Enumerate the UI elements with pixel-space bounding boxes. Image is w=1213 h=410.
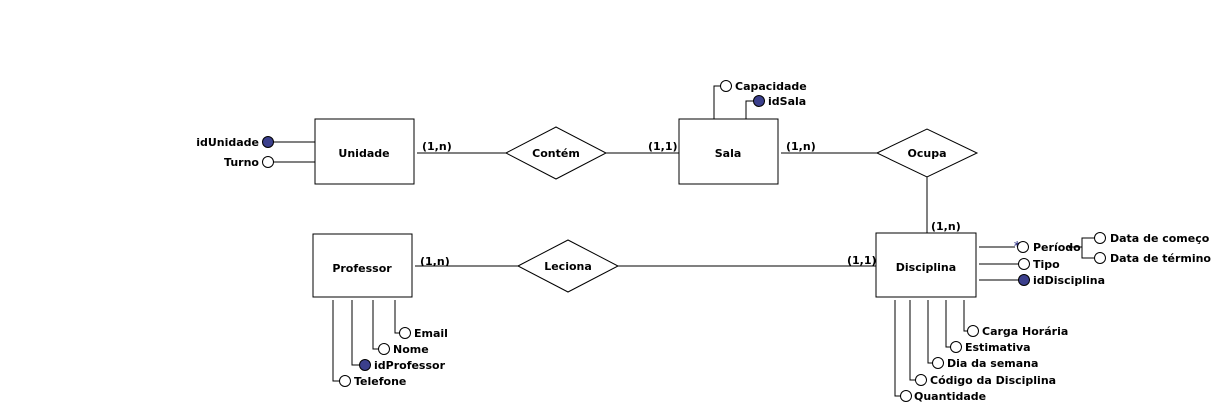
relationship-leciona[interactable]: Leciona (516, 239, 620, 293)
attribute-codigo-label: Código da Disciplina (930, 374, 1056, 387)
attribute-quantidade-label: Quantidade (914, 390, 986, 403)
attribute-icon (262, 156, 274, 168)
entity-unidade-label: Unidade (338, 147, 389, 160)
attribute-turno[interactable]: Turno (224, 156, 274, 169)
attribute-telefone-label: Telefone (354, 375, 406, 388)
line-idprofessor (351, 297, 360, 366)
attribute-estimativa[interactable]: Estimativa (950, 341, 1031, 354)
attribute-telefone[interactable]: Telefone (339, 375, 407, 388)
line-carga-horaria (963, 297, 969, 332)
attribute-periodo[interactable]: * Período (1014, 239, 1081, 254)
cardinality-sala-ocupa: (1,n) (786, 140, 816, 153)
entity-disciplina[interactable]: Disciplina (875, 232, 979, 300)
attribute-icon (932, 357, 944, 369)
cardinality-disciplina-leciona: (1,1) (847, 254, 877, 267)
attribute-icon (1017, 241, 1029, 253)
attribute-idunidade-label: idUnidade (196, 136, 259, 149)
attribute-icon (1094, 252, 1106, 264)
attribute-periodo-label: Período (1033, 241, 1081, 254)
attribute-data-comeco-label: Data de começo (1110, 232, 1210, 245)
key-attribute-icon (753, 95, 765, 107)
attribute-capacidade-label: Capacidade (735, 80, 807, 93)
attribute-email[interactable]: Email (399, 327, 448, 340)
attribute-nome[interactable]: Nome (378, 343, 429, 356)
relationship-ocupa[interactable]: Ocupa (875, 128, 979, 178)
relationship-contem-label: Contém (532, 147, 580, 160)
attribute-icon (967, 325, 979, 337)
line-nome (372, 297, 378, 350)
attribute-quantidade[interactable]: Quantidade (900, 390, 987, 403)
attribute-estimativa-label: Estimativa (965, 341, 1031, 354)
attribute-dia-semana-label: Dia da semana (947, 357, 1038, 370)
attribute-icon (399, 327, 411, 339)
attribute-icon (915, 374, 927, 386)
attribute-idunidade[interactable]: idUnidade (196, 136, 274, 149)
attribute-turno-label: Turno (224, 156, 259, 169)
attribute-icon (1018, 258, 1030, 270)
line-estimativa (945, 297, 952, 348)
key-attribute-icon (1018, 274, 1030, 286)
key-attribute-icon (359, 359, 371, 371)
attribute-nome-label: Nome (393, 343, 429, 356)
attribute-icon (1094, 232, 1106, 244)
attribute-icon (378, 343, 390, 355)
attribute-icon (900, 390, 912, 402)
attribute-idsala[interactable]: idSala (753, 95, 807, 108)
entity-sala-label: Sala (715, 147, 742, 160)
entity-professor[interactable]: Professor (312, 233, 415, 300)
line-capacidade (713, 85, 721, 120)
attribute-codigo[interactable]: Código da Disciplina (915, 374, 1057, 387)
entity-sala[interactable]: Sala (678, 118, 781, 187)
entity-unidade[interactable]: Unidade (314, 118, 417, 187)
attribute-email-label: Email (414, 327, 448, 340)
attribute-data-termino-label: Data de término (1110, 252, 1211, 265)
attribute-icon (720, 80, 732, 92)
cardinality-unidade-contem: (1,n) (422, 140, 452, 153)
attribute-data-termino[interactable]: Data de término (1094, 252, 1212, 265)
line-idsala (745, 100, 754, 120)
line-quantidade (894, 297, 902, 397)
line-codigo (909, 297, 917, 381)
attribute-icon (339, 375, 351, 387)
composite-dot-icon (1068, 245, 1072, 249)
key-attribute-icon (262, 136, 274, 148)
attribute-idprofessor[interactable]: idProfessor (359, 359, 446, 372)
cardinality-sala-contem: (1,1) (648, 140, 678, 153)
cardinality-professor-leciona: (1,n) (420, 255, 450, 268)
attribute-tipo[interactable]: Tipo (1018, 258, 1061, 271)
entity-disciplina-label: Disciplina (896, 261, 956, 274)
attribute-carga-horaria-label: Carga Horária (982, 325, 1068, 338)
attribute-iddisciplina-label: idDisciplina (1033, 274, 1105, 287)
line-data-termino (1081, 247, 1094, 259)
line-email (394, 297, 401, 334)
line-data-comeco (1081, 237, 1094, 247)
attribute-iddisciplina[interactable]: idDisciplina (1018, 274, 1106, 287)
cardinality-disciplina-ocupa: (1,n) (931, 220, 961, 233)
relationship-contem[interactable]: Contém (504, 126, 608, 180)
attribute-icon (950, 341, 962, 353)
attribute-tipo-label: Tipo (1033, 258, 1060, 271)
attribute-idprofessor-label: idProfessor (374, 359, 446, 372)
line-dia-semana (927, 297, 933, 364)
attribute-dia-semana[interactable]: Dia da semana (932, 357, 1039, 370)
line-telefone (332, 297, 340, 382)
relationship-leciona-label: Leciona (544, 260, 592, 273)
attribute-carga-horaria[interactable]: Carga Horária (967, 325, 1069, 338)
attribute-capacidade[interactable]: Capacidade (720, 80, 807, 93)
attribute-data-comeco[interactable]: Data de começo (1094, 232, 1210, 245)
relationship-ocupa-label: Ocupa (908, 147, 947, 160)
entity-professor-label: Professor (332, 262, 392, 275)
attribute-idsala-label: idSala (768, 95, 806, 108)
